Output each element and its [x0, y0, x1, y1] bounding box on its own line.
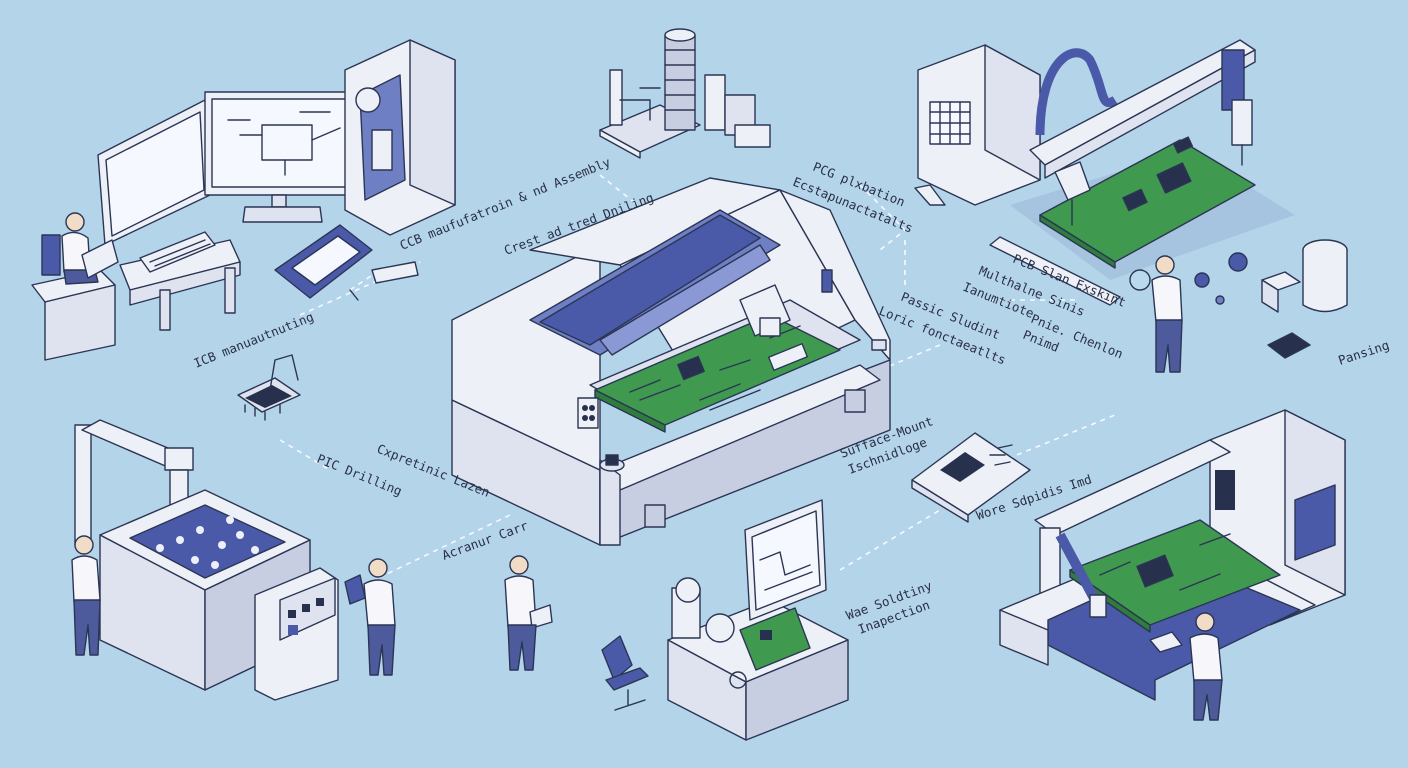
operator-tablet-icon — [344, 558, 396, 676]
design-workstation-icon — [31, 39, 456, 361]
cnc-drilling-machine-icon — [451, 177, 891, 546]
pick-and-place-gantry-icon — [914, 39, 1348, 373]
smt-board-icon — [911, 432, 1031, 523]
reflow-oven-icon — [999, 409, 1346, 721]
drone-scanner-icon — [237, 354, 301, 421]
plating-bath-icon — [71, 419, 339, 701]
inspection-microscope-icon — [601, 499, 849, 741]
factory-plant-icon — [599, 28, 771, 159]
operator-center-icon — [504, 555, 553, 671]
